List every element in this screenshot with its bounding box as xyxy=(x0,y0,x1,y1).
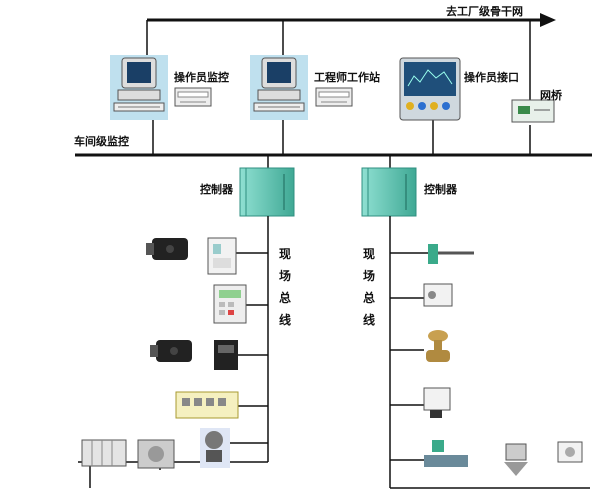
pressure-transmitter xyxy=(423,283,453,307)
gateway-device xyxy=(511,99,555,123)
fieldbus-left-char-2: 场 xyxy=(278,269,291,283)
servo-motor-2 xyxy=(150,340,192,362)
control-valve xyxy=(426,330,450,362)
fieldbus-left-label: 现 场 总 线 xyxy=(278,248,292,336)
servo-motor-1 xyxy=(146,238,188,260)
engineer-station-pc xyxy=(250,55,308,120)
fieldbus-right-label: 现 场 总 线 xyxy=(362,248,376,336)
fieldbus-left-char-1: 现 xyxy=(278,247,291,261)
fieldbus-left-char-4: 线 xyxy=(278,313,291,327)
gateway-label: 网桥 xyxy=(540,89,562,102)
fieldbus-right-char-1: 现 xyxy=(362,247,375,261)
temperature-sensor xyxy=(428,244,474,264)
keypad-controller xyxy=(213,284,247,324)
operator-interface-label: 操作员接口 xyxy=(464,71,519,84)
analyzer-unit xyxy=(557,441,583,463)
workshop-monitoring-label: 车间级监控 xyxy=(74,135,129,148)
plc-rack xyxy=(81,439,127,467)
valve-actuator xyxy=(200,428,230,468)
controller-right-label: 控制器 xyxy=(424,183,457,196)
operator-monitor-pc xyxy=(110,55,168,120)
factory-backbone-line xyxy=(147,13,556,27)
operator-interface-panel xyxy=(399,57,461,121)
drive-unit-1 xyxy=(207,237,237,275)
printer-2 xyxy=(315,87,353,107)
drive-unit-2 xyxy=(214,340,238,370)
flow-transmitter xyxy=(423,387,451,418)
io-module xyxy=(175,391,239,419)
fieldbus-right-char-3: 总 xyxy=(362,291,375,305)
level-sensor xyxy=(504,443,528,476)
controller-left-label: 控制器 xyxy=(200,183,233,196)
fieldbus-left-char-3: 总 xyxy=(278,291,291,305)
controller-drops xyxy=(267,155,391,168)
fieldbus-right-char-4: 线 xyxy=(362,313,375,327)
factory-backbone-label: 去工厂级骨干网 xyxy=(446,5,523,18)
fieldbus-right xyxy=(389,216,590,489)
pump-unit xyxy=(137,439,175,469)
operator-monitor-label: 操作员监控 xyxy=(174,71,229,84)
flow-meter xyxy=(424,440,468,467)
printer-1 xyxy=(174,87,212,107)
engineer-station-label: 工程师工作站 xyxy=(314,71,380,84)
fieldbus-right-char-2: 场 xyxy=(362,269,375,283)
controller-cabinet-left xyxy=(239,167,295,217)
controller-cabinet-right xyxy=(361,167,417,217)
station-uplinks xyxy=(146,20,531,155)
